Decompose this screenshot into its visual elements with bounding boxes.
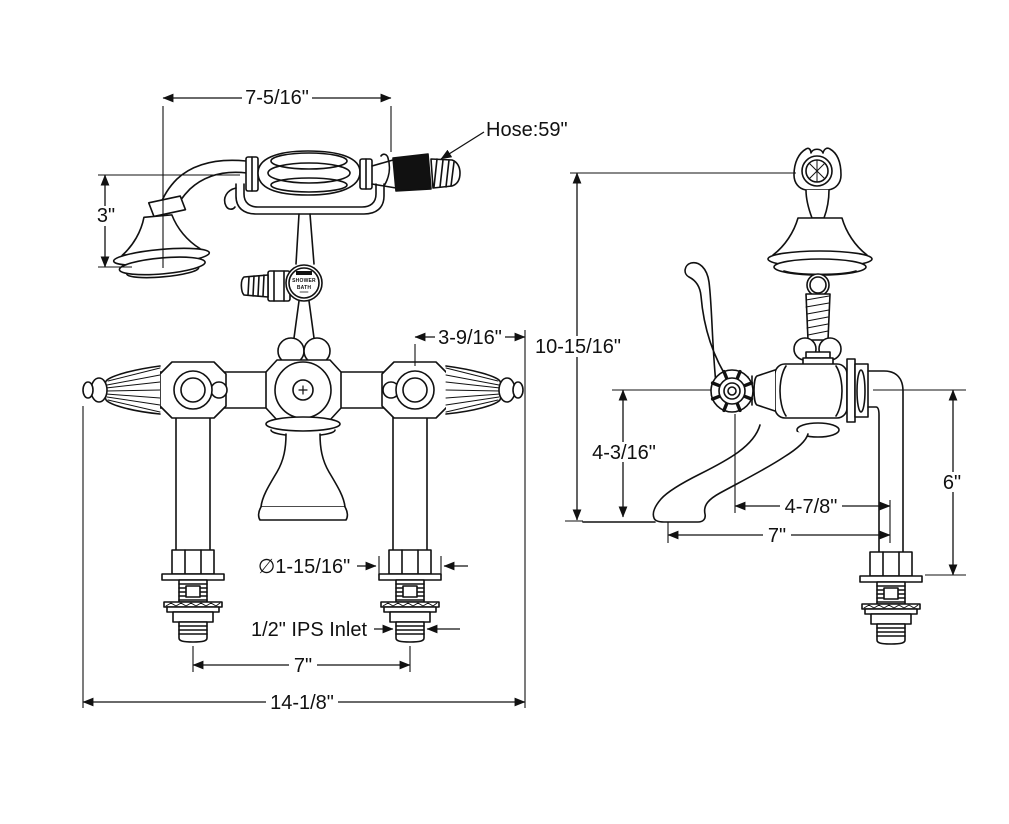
dim-head-height: 3": [97, 205, 115, 227]
dim-body-deck: 4-3/16": [592, 442, 656, 464]
cradle-side: [793, 147, 842, 191]
label-shank-diameter: ∅1-15/16": [258, 556, 350, 578]
inlet-shank-left: [161, 549, 225, 643]
dial-text-bath: BATH: [297, 285, 312, 291]
inlet-shank-side: [859, 551, 923, 645]
dim-overall-height: 10-15/16": [535, 336, 621, 358]
dim-spout-reach: 7": [768, 525, 786, 547]
dim-overall-width: 14-1/8": [270, 692, 334, 714]
spout-side: [652, 422, 840, 523]
faucet-body-front: [145, 359, 461, 421]
handle-right: [445, 365, 524, 415]
side-view: [582, 147, 923, 645]
dim-inlet-spacing: 7": [294, 655, 312, 677]
dim-handshower-length: 7-5/16": [245, 87, 309, 109]
spout-front: [257, 416, 349, 521]
supply-pipe-side: [867, 370, 904, 553]
dim-inlet-height: 6": [943, 472, 961, 494]
label-hose-length: Hose:59": [486, 119, 568, 141]
shower-head: [112, 195, 211, 279]
inlet-shank-right: [378, 549, 442, 643]
dim-handle-tip: 3-9/16": [438, 327, 502, 349]
diverter-dial: SHOWER BATH: [240, 264, 323, 302]
hose-leader-line: [440, 131, 485, 160]
faucet-body-side: [684, 261, 904, 553]
handshower-front: [112, 150, 461, 279]
handle-left: [82, 365, 161, 415]
dial-text-shower: SHOWER: [292, 278, 316, 284]
riser-stem: [277, 300, 331, 365]
supply-legs-front: [175, 415, 428, 551]
extension-lines: [82, 106, 966, 708]
handshower-cradle: [223, 153, 391, 265]
diverter-lever-side: [684, 261, 732, 385]
dimension-annotations: 7-5/16" Hose:59" 3" 3-9/16" 10-15/16" 4-…: [82, 87, 966, 714]
label-inlet-type: 1/2" IPS Inlet: [251, 619, 367, 641]
dim-handle-inlet: 4-7/8": [785, 496, 838, 518]
hose-connector: [392, 153, 432, 192]
handshower-side: [767, 189, 873, 361]
